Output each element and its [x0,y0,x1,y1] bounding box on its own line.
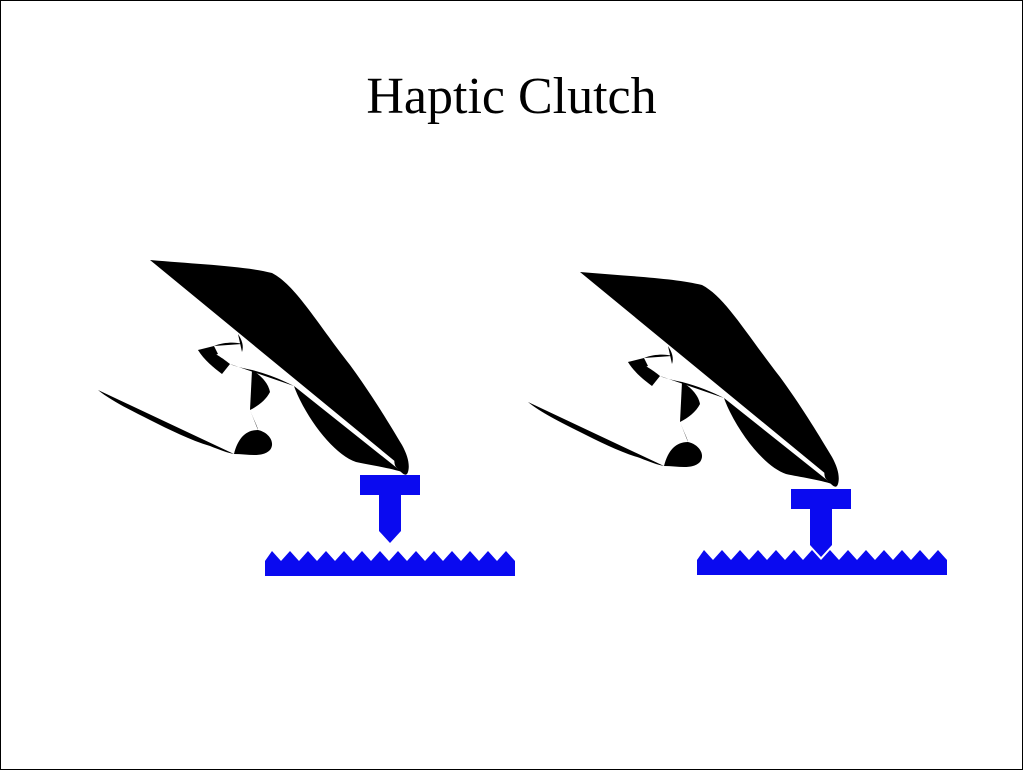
clutch-pin-icon [791,489,851,557]
left-panel [98,260,515,576]
hand-icon [528,272,839,487]
clutch-pin-icon [360,475,420,543]
hand-icon [98,260,409,475]
toothed-rack-icon [697,550,947,575]
toothed-rack-icon [265,551,515,576]
right-panel [528,272,947,575]
slide-title: Haptic Clutch [366,68,657,125]
